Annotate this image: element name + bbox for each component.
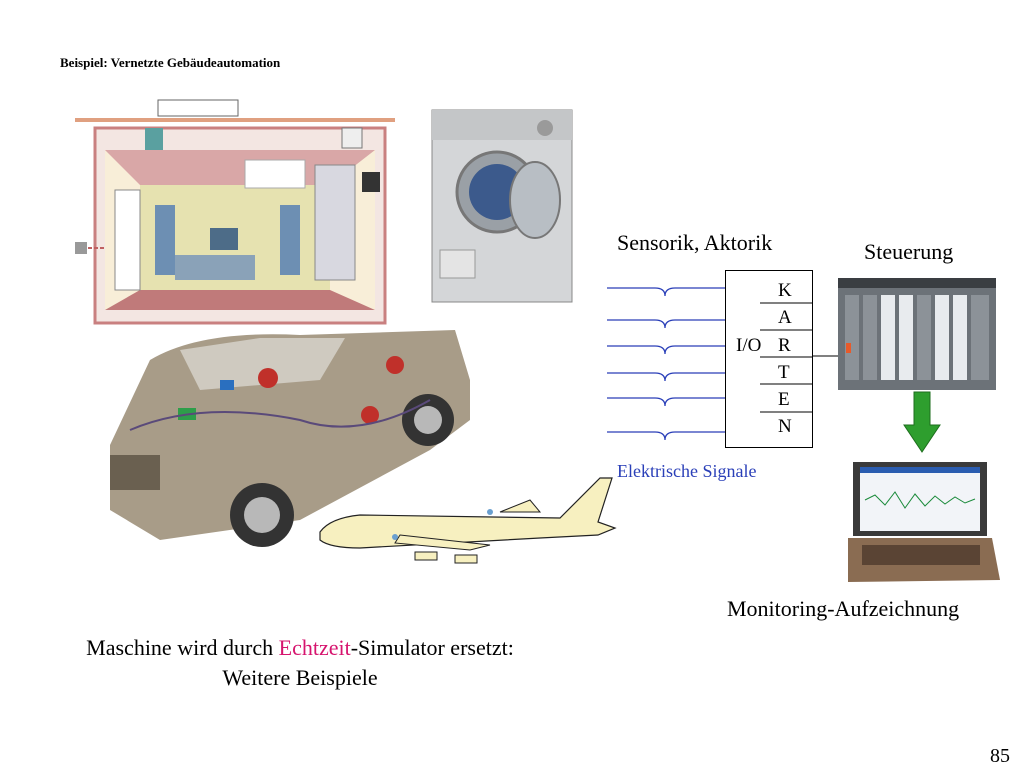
page-number: 85 — [990, 745, 1010, 767]
io-card-box: I/O K A R T E N — [725, 270, 813, 448]
sensor-actuator-label: Sensorik, Aktorik — [617, 230, 773, 255]
card-letter: K — [778, 280, 792, 301]
electric-signals-label: Elektrische Signale — [617, 461, 757, 481]
monitoring-label: Monitoring-Aufzeichnung — [727, 596, 960, 621]
card-letter: N — [778, 416, 792, 438]
io-label: I/O — [736, 335, 762, 356]
card-letter: A — [778, 307, 792, 329]
caption-text: -Simulator ersetzt: — [350, 635, 514, 660]
caption-highlight: Echtzeit — [278, 635, 351, 660]
card-letter: E — [778, 389, 790, 411]
card-letter: R — [778, 334, 791, 356]
caption-text: Maschine wird durch — [86, 635, 279, 660]
card-letters: K A R T E N — [778, 277, 792, 441]
down-arrow-icon — [903, 391, 941, 453]
caption-line-1: Maschine wird durch Echtzeit-Simulator e… — [30, 633, 570, 663]
card-dividers — [760, 302, 812, 413]
card-letter: T — [778, 361, 790, 383]
washing-machine-photo — [431, 109, 573, 303]
airplane-illustration — [319, 477, 617, 564]
car-illustration — [110, 330, 470, 547]
slide-caption: Maschine wird durch Echtzeit-Simulator e… — [30, 633, 570, 693]
caption-line-2: Weitere Beispiele — [222, 665, 378, 690]
laptop-photo — [848, 462, 1000, 582]
building-illustration — [75, 99, 395, 325]
plc-controller-photo — [838, 278, 996, 390]
controller-label: Steuerung — [864, 239, 954, 264]
slide-subtitle: Beispiel: Vernetzte Gebäudeautomation — [60, 55, 281, 70]
signal-lines — [607, 287, 725, 441]
